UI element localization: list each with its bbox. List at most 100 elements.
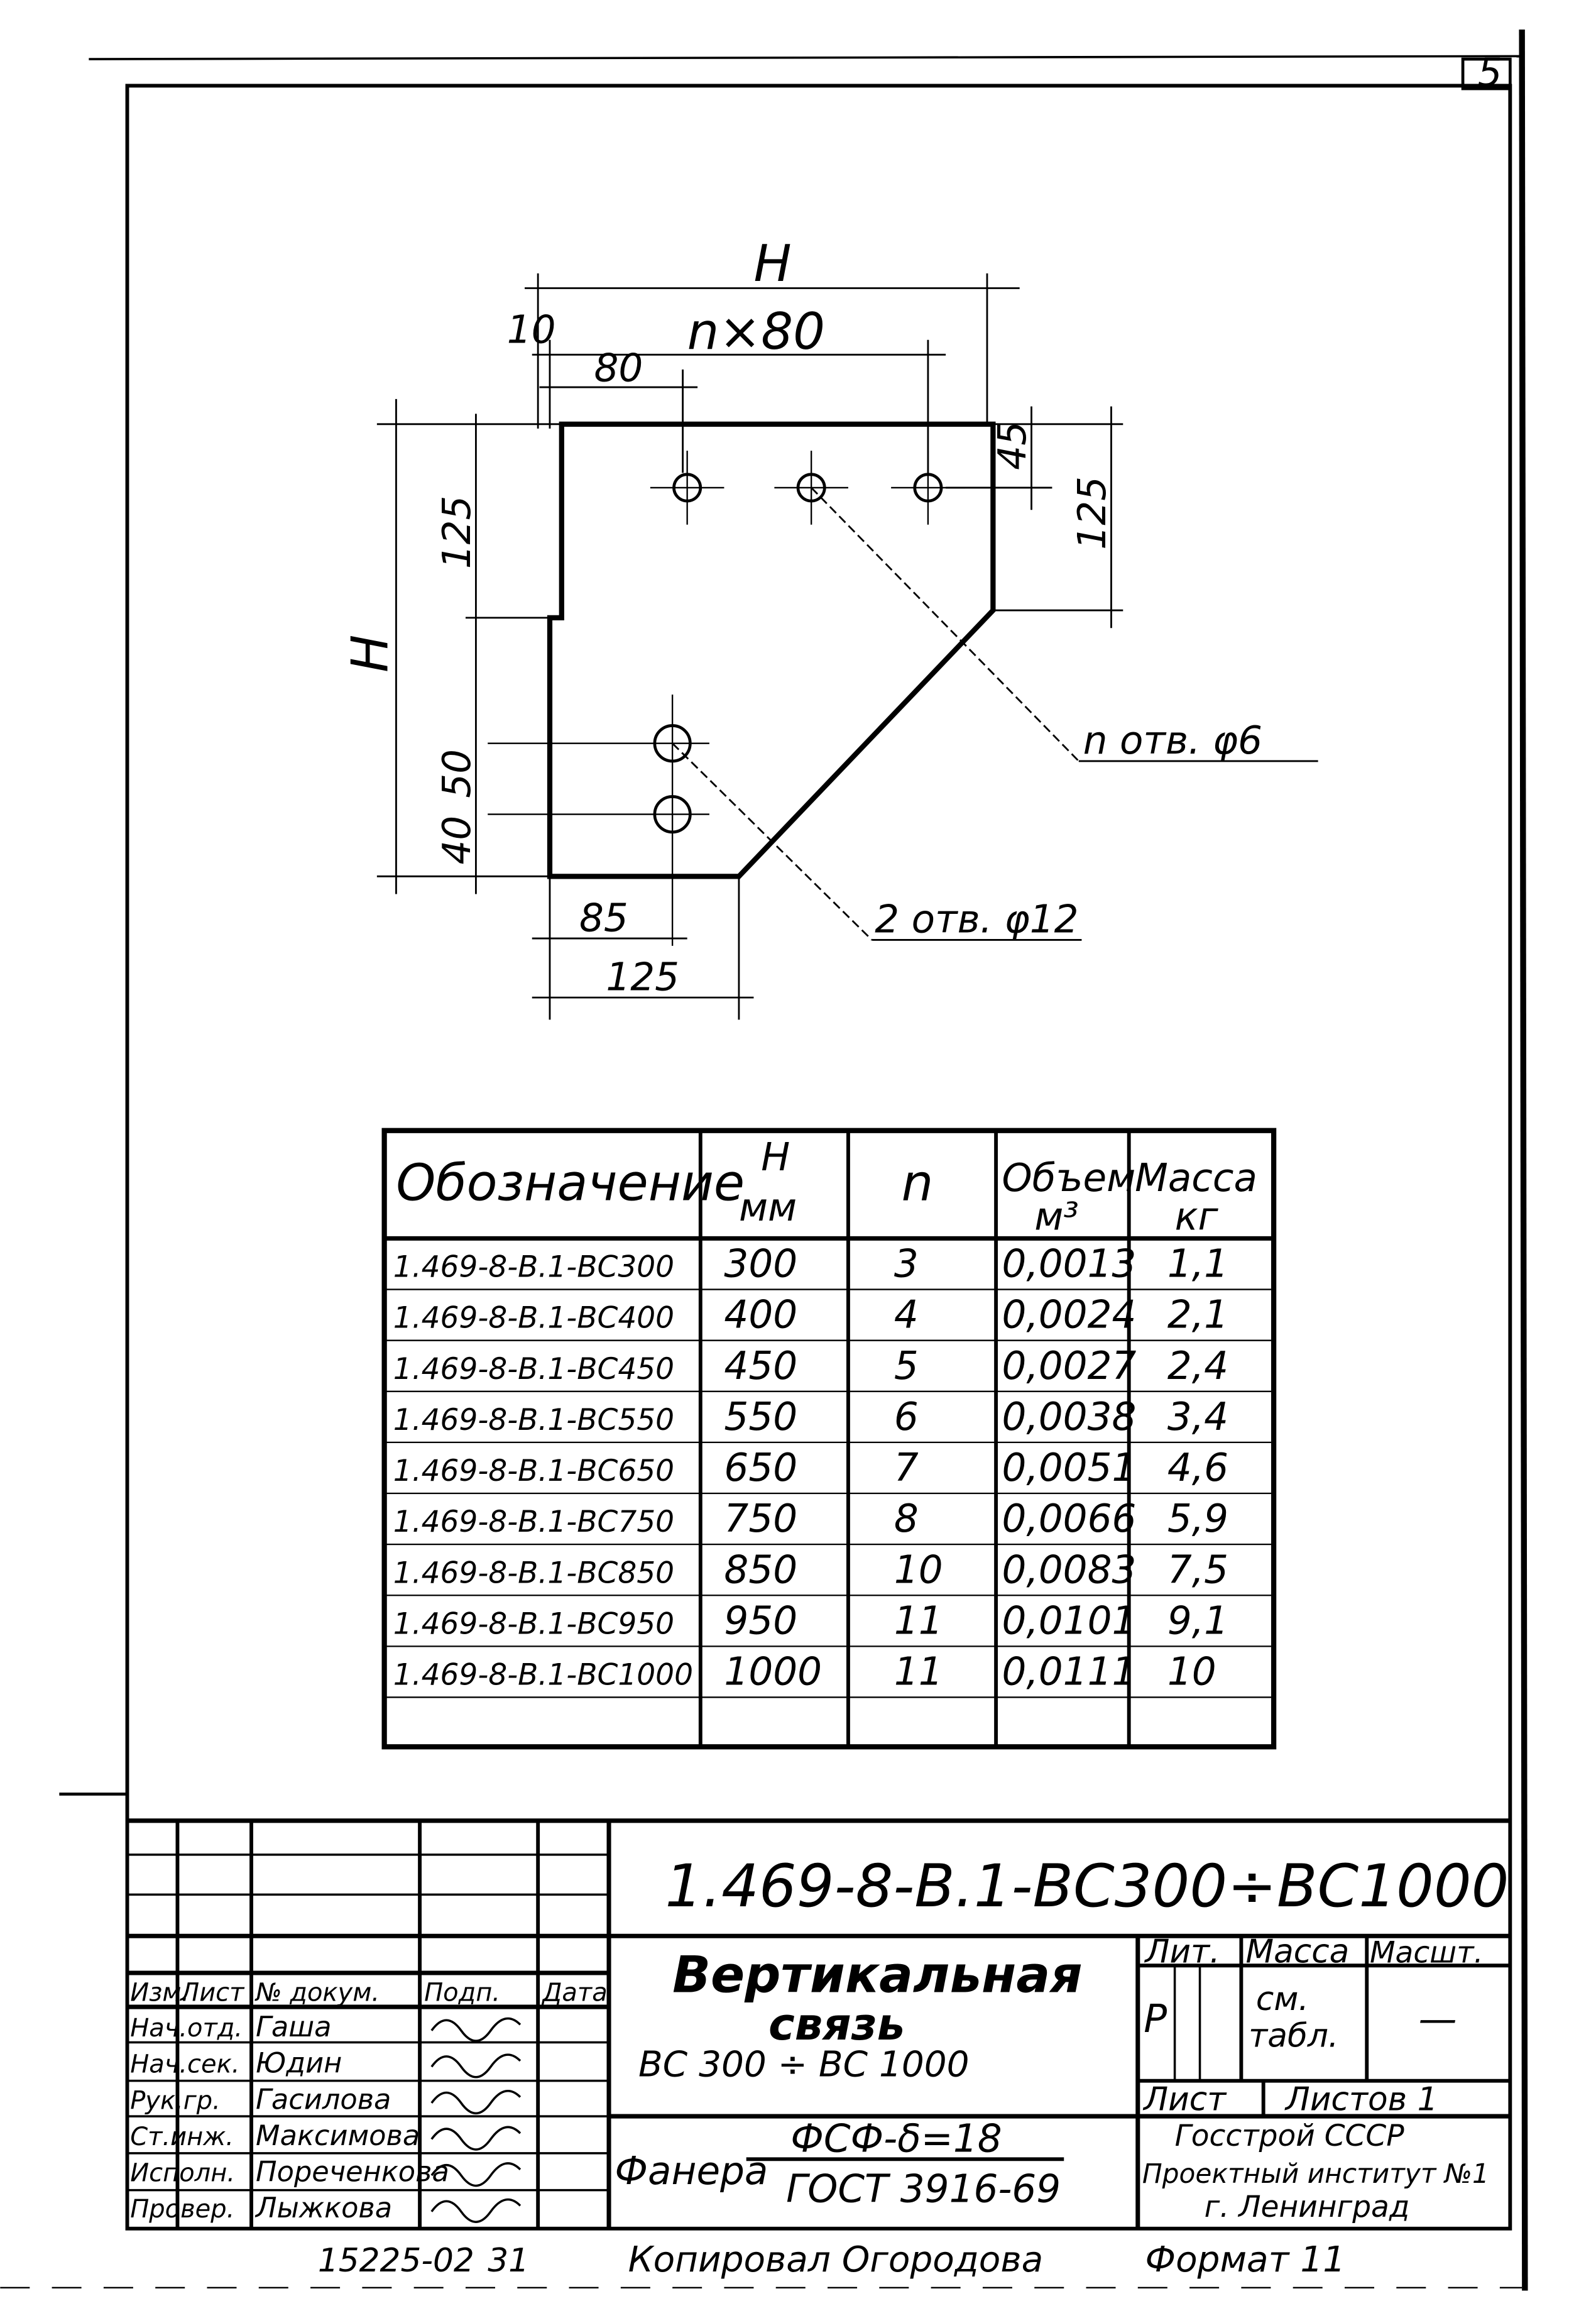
dim-125-right: 125 <box>1070 476 1115 550</box>
row-volume: 0,0083 <box>1002 1547 1136 1592</box>
mass-label: Масса <box>1245 1933 1349 1971</box>
signature <box>430 2053 522 2079</box>
row-mass: 4,6 <box>1167 1446 1228 1490</box>
callout-small-holes: n отв. φ6 <box>1083 718 1262 763</box>
row-h: 300 <box>724 1242 797 1287</box>
staff-name: Максимова <box>256 2119 420 2152</box>
row-n: 3 <box>894 1242 919 1287</box>
header-n: n <box>902 1153 934 1212</box>
header-volume: Объем <box>1002 1156 1135 1200</box>
signature <box>430 2126 522 2151</box>
row-designation: 1.469-8-В.1-ВС550 <box>393 1403 674 1437</box>
dim-125-bottom: 125 <box>606 955 679 999</box>
row-designation: 1.469-8-В.1-ВС850 <box>393 1556 674 1590</box>
row-volume: 0,0051 <box>1002 1446 1136 1490</box>
row-n: 4 <box>894 1293 919 1337</box>
staff-row: Нач.отд.Гаша <box>130 2011 522 2043</box>
row-volume: 0,0024 <box>1002 1293 1136 1337</box>
dim-n-x-80: n×80 <box>687 302 825 361</box>
org-line-3: г. Ленинград <box>1205 2190 1410 2224</box>
row-mass: 5,9 <box>1167 1496 1228 1541</box>
title-header-label: Дата <box>541 1979 608 2007</box>
staff-name: Лыжкова <box>254 2192 392 2224</box>
row-volume: 0,0027 <box>1002 1344 1136 1388</box>
row-mass: 3,4 <box>1167 1395 1228 1439</box>
row-mass: 7,5 <box>1167 1547 1228 1592</box>
drawing-code: 1.469-8-В.1-ВС300÷ВС1000 <box>665 1852 1509 1921</box>
title-header-label: Подп. <box>424 1979 500 2007</box>
spec-table: Обозначение H мм n Объем м³ Масса кг 1.4… <box>381 1128 1277 1750</box>
header-h-unit: мм <box>739 1185 797 1230</box>
sheet-number: 5 <box>1478 50 1502 95</box>
dim-h-top: H <box>753 234 791 293</box>
row-h: 950 <box>724 1598 797 1643</box>
row-designation: 1.469-8-В.1-ВС750 <box>393 1505 674 1539</box>
staff-name: Гаша <box>256 2011 331 2043</box>
row-designation: 1.469-8-В.1-ВС400 <box>393 1301 674 1336</box>
archive-sub-number: 31 <box>488 2242 529 2280</box>
dim-10: 10 <box>507 308 556 353</box>
org-line-2: Проектный институт №1 <box>1142 2158 1489 2189</box>
title-line-1: Вертикальная <box>672 1946 1083 2004</box>
staff-role: Рук.гр. <box>130 2086 221 2115</box>
staff-role: Исполн. <box>130 2159 235 2188</box>
header-designation: Обозначение <box>396 1153 745 1212</box>
sheets-label: Листов 1 <box>1284 2081 1438 2119</box>
row-h: 1000 <box>724 1650 822 1694</box>
title-header-label: № докум. <box>254 1979 380 2007</box>
row-n: 11 <box>894 1598 943 1643</box>
header-volume-unit: м³ <box>1034 1194 1079 1239</box>
title-header-label: Изм. <box>130 1979 189 2007</box>
row-designation: 1.469-8-В.1-ВС950 <box>393 1606 674 1641</box>
archive-number: 15225-02 <box>318 2242 474 2280</box>
plate-drawing: H 10 n×80 80 45 125 125 H 40 50 85 125 n… <box>341 234 1318 1020</box>
title-block: 1.469-8-В.1-ВС300÷ВС1000 Изм.Лист № докум… <box>127 1818 1511 2229</box>
signature <box>430 2017 522 2042</box>
staff-name: Юдин <box>256 2047 342 2080</box>
staff-row: Ст.инж. Максимова <box>130 2119 522 2152</box>
dim-80: 80 <box>594 346 643 391</box>
signature <box>430 2090 522 2114</box>
org-line-1: Госстрой СССР <box>1175 2119 1405 2153</box>
row-h: 550 <box>724 1395 797 1439</box>
title-line-2: связь <box>768 1999 905 2050</box>
row-mass: 2,1 <box>1167 1293 1228 1337</box>
material-label: Фанера <box>615 2149 768 2194</box>
staff-role: Провер. <box>130 2195 234 2224</box>
staff-row: Провер. Лыжкова <box>130 2192 522 2224</box>
material-bottom: ГОСТ 3916-69 <box>786 2166 1061 2211</box>
title-line-3: ВС 300 ÷ ВС 1000 <box>638 2045 970 2085</box>
row-designation: 1.469-8-В.1-ВС450 <box>393 1352 674 1387</box>
dimension-lines <box>376 273 1318 1020</box>
material-top: ФСФ-δ=18 <box>790 2117 1002 2161</box>
row-n: 11 <box>894 1650 943 1694</box>
row-h: 750 <box>724 1496 797 1541</box>
header-mass-unit: кг <box>1175 1194 1219 1239</box>
scale-value: — <box>1419 1997 1457 2041</box>
row-mass: 2,4 <box>1167 1344 1228 1388</box>
header-mass: Масса <box>1135 1156 1257 1200</box>
staff-role: Нач.сек. <box>130 2050 239 2079</box>
row-designation: 1.469-8-В.1-ВС1000 <box>393 1658 693 1693</box>
row-n: 10 <box>894 1547 943 1592</box>
title-header-label: Лист <box>179 1979 245 2007</box>
footer: 15225-02 31 Копировал Огородова Формат 1… <box>0 2239 1522 2289</box>
row-designation: 1.469-8-В.1-ВС300 <box>393 1250 674 1285</box>
row-mass: 9,1 <box>1167 1598 1228 1643</box>
row-n: 8 <box>894 1496 919 1541</box>
row-volume: 0,0038 <box>1002 1395 1136 1439</box>
staff-row: Исполн.Пореченкова <box>130 2156 522 2188</box>
copied-by: Копировал Огородова <box>628 2239 1044 2280</box>
format-label: Формат 11 <box>1145 2239 1346 2280</box>
staff-role: Ст.инж. <box>130 2123 234 2151</box>
row-h: 850 <box>724 1547 797 1592</box>
mass-value-2: табл. <box>1249 2018 1338 2055</box>
dim-h-left: H <box>341 635 399 673</box>
